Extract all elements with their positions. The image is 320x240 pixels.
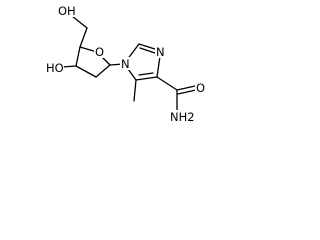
molecule-diagram: OH O HO N N O NH2 bbox=[45, 4, 206, 124]
bond-c2-n3 bbox=[138, 43, 159, 51]
bond-ch2-c4prime bbox=[79, 27, 88, 48]
bond-c1prime-c2prime bbox=[95, 64, 111, 78]
imidazole-n1-label: N bbox=[121, 57, 130, 71]
hydroxymethyl-oh-label: OH bbox=[58, 4, 76, 18]
imidazole-n3-label: N bbox=[156, 45, 165, 59]
carbonyl-oxygen-label: O bbox=[196, 81, 205, 95]
amide-nh2-label: NH2 bbox=[170, 110, 195, 124]
bond-c5-n1 bbox=[127, 68, 137, 81]
bond-n3-c4 bbox=[156, 55, 161, 78]
bond-c4-carbonyl-c bbox=[156, 76, 178, 91]
bond-c4-c5 bbox=[135, 76, 158, 81]
ring-oxygen-label: O bbox=[95, 45, 104, 59]
bond-c5-methyl bbox=[133, 79, 137, 102]
atom-labels: OH O HO N N O NH2 bbox=[45, 4, 206, 124]
ring-hydroxyl-label: HO bbox=[46, 61, 64, 75]
bond-carbonyl-co-1 bbox=[176, 85, 196, 91]
bond-c3prime-oh bbox=[61, 65, 77, 68]
bond-carbonyl-co-2 bbox=[177, 89, 197, 95]
bond-c2prime-c3prime bbox=[75, 65, 97, 78]
bond-c2-n3-inner bbox=[139, 47, 156, 54]
bond-c4-c5-inner bbox=[138, 72, 154, 76]
bond-oh-ch2 bbox=[71, 15, 88, 29]
structure-canvas: OH O HO N N O NH2 bbox=[0, 0, 229, 138]
bonds bbox=[61, 15, 197, 112]
bond-c3prime-c4prime bbox=[75, 46, 81, 67]
